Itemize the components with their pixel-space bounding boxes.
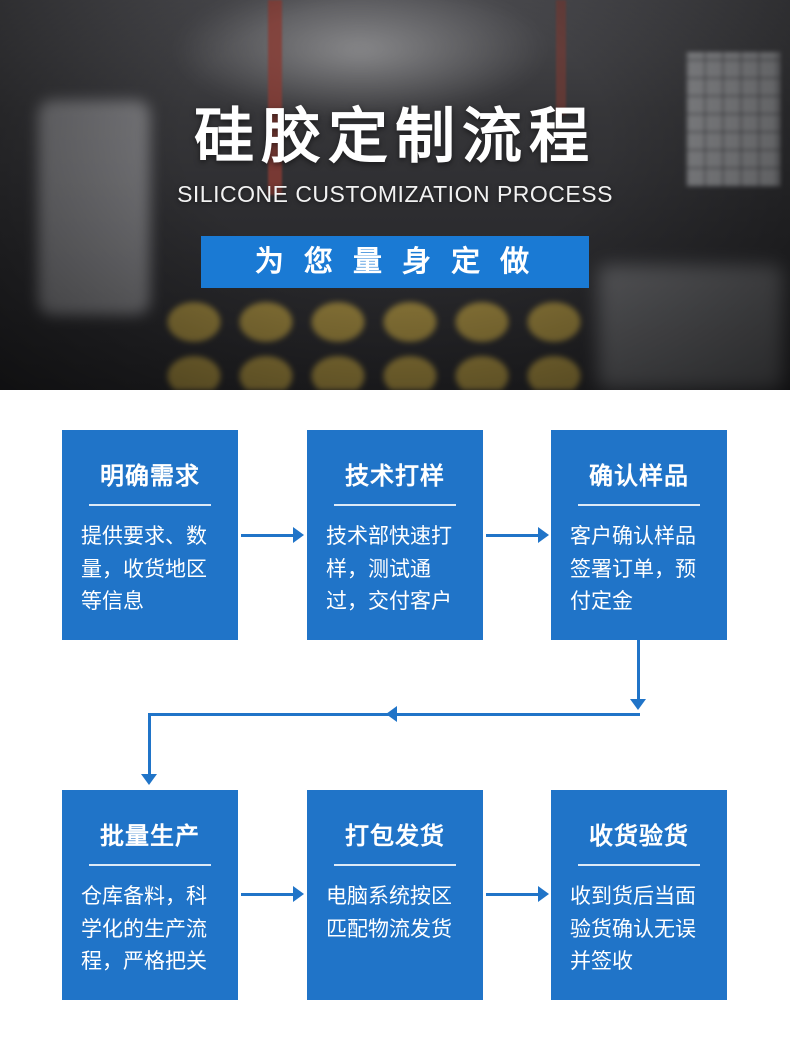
step-title: 技术打样 xyxy=(345,463,445,490)
flow-arrow-right-4 xyxy=(486,886,549,902)
flow-arrow-left-head xyxy=(386,706,397,722)
flow-arrow-right-2 xyxy=(486,527,549,543)
step-description: 客户确认样品签署订单，预付定金 xyxy=(570,525,696,614)
step-box-pack-and-ship: 打包发货 电脑系统按区匹配物流发货 xyxy=(307,790,483,1000)
divider xyxy=(334,504,456,506)
process-flowchart: 明确需求 提供要求、数量，收货地区等信息 技术打样 技术部快速打样，测试通过，交… xyxy=(0,390,790,1061)
step-description: 仓库备料，科学化的生产流程，严格把关 xyxy=(81,885,207,974)
hero-content: 硅胶定制流程 SILICONE CUSTOMIZATION PROCESS 为 … xyxy=(0,0,790,390)
step-box-mass-production: 批量生产 仓库备料，科学化的生产流程，严格把关 xyxy=(62,790,238,1000)
flow-connector-down-from-step3 xyxy=(630,640,646,710)
flow-connector-down-to-step4 xyxy=(141,713,157,785)
step-description: 电脑系统按区匹配物流发货 xyxy=(326,885,452,941)
page-title: 硅胶定制流程 xyxy=(194,103,596,170)
tagline-banner: 为 您 量 身 定 做 xyxy=(201,236,589,288)
hero-banner: 硅胶定制流程 SILICONE CUSTOMIZATION PROCESS 为 … xyxy=(0,0,790,390)
step-title: 打包发货 xyxy=(345,823,445,850)
step-title: 明确需求 xyxy=(100,463,200,490)
step-title: 收货验货 xyxy=(589,823,689,850)
step-description: 收到货后当面验货确认无误并签收 xyxy=(570,885,696,974)
divider xyxy=(578,504,700,506)
step-box-clarify-requirements: 明确需求 提供要求、数量，收货地区等信息 xyxy=(62,430,238,640)
step-description: 提供要求、数量，收货地区等信息 xyxy=(81,525,207,614)
step-title: 批量生产 xyxy=(100,823,200,850)
step-title: 确认样品 xyxy=(589,463,689,490)
step-box-receive-and-inspect: 收货验货 收到货后当面验货确认无误并签收 xyxy=(551,790,727,1000)
step-box-confirm-sample: 确认样品 客户确认样品签署订单，预付定金 xyxy=(551,430,727,640)
divider xyxy=(89,864,211,866)
flow-connector-horizontal xyxy=(148,706,640,722)
flow-arrow-right-1 xyxy=(241,527,304,543)
divider xyxy=(334,864,456,866)
divider xyxy=(578,864,700,866)
step-box-technical-sampling: 技术打样 技术部快速打样，测试通过，交付客户 xyxy=(307,430,483,640)
divider xyxy=(89,504,211,506)
page-subtitle: SILICONE CUSTOMIZATION PROCESS xyxy=(177,181,613,207)
flow-arrow-right-3 xyxy=(241,886,304,902)
step-description: 技术部快速打样，测试通过，交付客户 xyxy=(326,525,452,614)
